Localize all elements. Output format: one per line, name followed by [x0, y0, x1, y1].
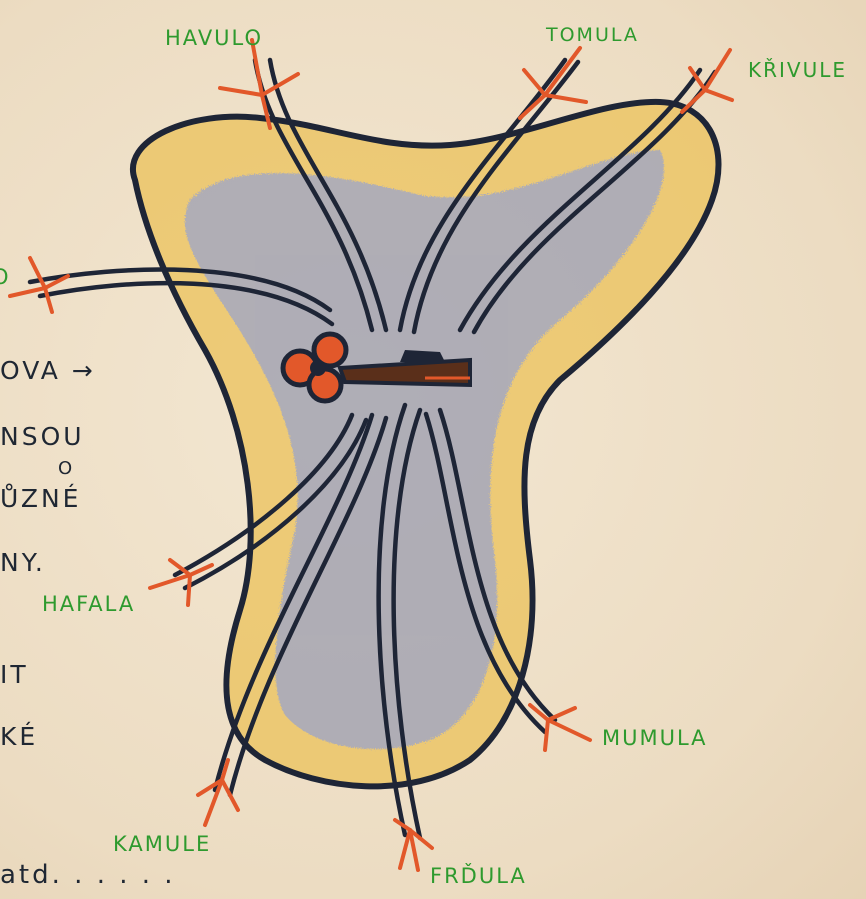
margin-line-5: NY. [0, 548, 46, 577]
label-frdula: FRĎULA [430, 864, 527, 888]
margin-line-3: O [58, 458, 75, 479]
body-fill [133, 102, 719, 786]
label-left-cut: O [0, 265, 9, 289]
label-tomula: TOMULA [546, 24, 639, 46]
margin-line-4: ŮZNÉ [0, 484, 81, 513]
margin-line-2: NSOU [0, 422, 85, 451]
label-kamule: KAMULE [113, 832, 211, 856]
label-krivule: KŘIVULE [748, 58, 847, 82]
end-left [10, 258, 68, 312]
label-hafala: HAFALA [42, 592, 135, 616]
margin-line-6: IT [0, 660, 29, 689]
margin-line-7: KÉ [0, 722, 38, 751]
end-tomula [520, 48, 586, 118]
label-havulo: HAVULO [165, 26, 263, 50]
margin-line-1: OVA → [0, 356, 96, 385]
end-hafala [150, 560, 212, 605]
label-mumula: MUMULA [602, 726, 708, 750]
end-frdula [395, 820, 432, 870]
margin-line-8: atd. . . . . . [0, 860, 176, 890]
